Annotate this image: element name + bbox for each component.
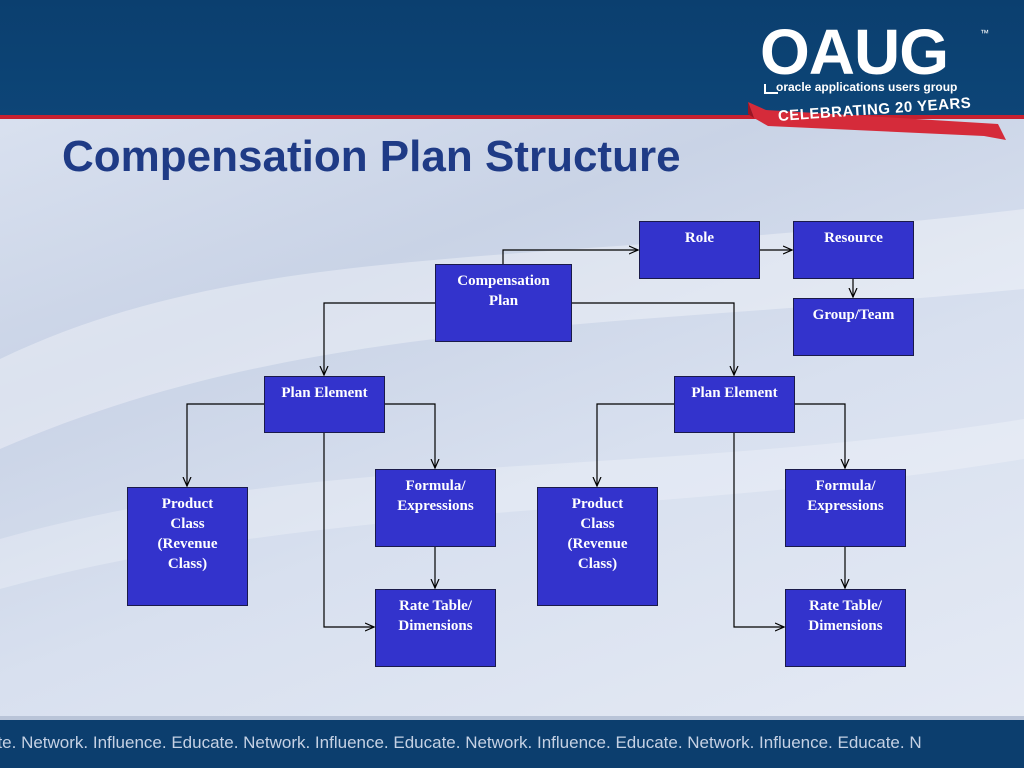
logo-trademark: ™: [980, 28, 989, 38]
node-formula-left: Formula/ Expressions: [375, 469, 496, 547]
edge-plan-to-element-left: [324, 302, 435, 375]
edge-plan-to-element-right: [571, 302, 734, 375]
edge-left-element-to-formula: [384, 403, 435, 468]
node-compensation-plan: Compensation Plan: [435, 264, 572, 342]
footer-band: ate. Network. Influence. Educate. Networ…: [0, 720, 1024, 768]
header-band: [0, 0, 1024, 115]
header-rule: [0, 115, 1024, 119]
edge-left-element-to-rate: [323, 432, 374, 627]
node-product-class-right: Product Class (Revenue Class): [537, 487, 658, 606]
node-formula-right: Formula/ Expressions: [785, 469, 906, 547]
edge-right-element-to-rate: [733, 432, 784, 627]
node-rate-table-left: Rate Table/ Dimensions: [375, 589, 496, 667]
node-rate-table-right: Rate Table/ Dimensions: [785, 589, 906, 667]
node-plan-element-right: Plan Element: [674, 376, 795, 433]
logo-wordmark: OAUG: [760, 16, 949, 88]
edge-right-element-to-product: [597, 403, 674, 486]
footer-tagline: ate. Network. Influence. Educate. Networ…: [0, 733, 922, 752]
edge-left-element-to-product: [187, 403, 264, 486]
edge-right-element-to-formula: [794, 403, 845, 468]
node-product-class-left: Product Class (Revenue Class): [127, 487, 248, 606]
node-plan-element-left: Plan Element: [264, 376, 385, 433]
node-group-team: Group/Team: [793, 298, 914, 356]
edge-plan-to-role: [502, 250, 638, 264]
node-role: Role: [639, 221, 760, 279]
footer-divider: [0, 716, 1024, 720]
logo-subtitle: oracle applications users group: [776, 80, 958, 94]
logo-connector-icon: [764, 84, 778, 94]
anniversary-ribbon-icon: [748, 102, 1006, 140]
oaug-logo: OAUG ™ oracle applications users group C…: [740, 18, 1010, 143]
node-resource: Resource: [793, 221, 914, 279]
slide-title: Compensation Plan Structure: [62, 132, 681, 181]
